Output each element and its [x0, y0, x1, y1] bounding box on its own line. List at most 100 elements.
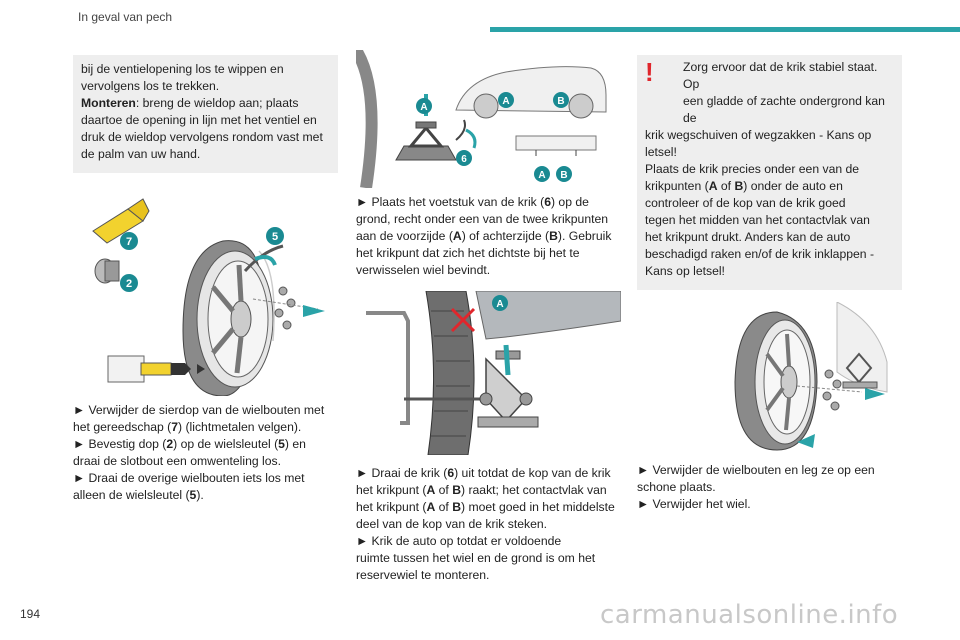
text-line: grond, recht onder een van de twee krikp… [356, 212, 609, 226]
text-line: het krikpunt (A of B) moet goed in het m… [356, 499, 621, 516]
wheel-bolt-figure: 7 2 5 [73, 181, 338, 396]
column-3: ! Zorg ervoor dat de krik stabiel staat.… [637, 55, 902, 513]
text-line: reservewiel te monteren. [356, 568, 490, 582]
text-line: ruimte tussen het wiel en de grond is om… [356, 551, 596, 565]
text-span: ► Draai de krik ( [356, 466, 448, 480]
jack-contact-figure: A [356, 291, 621, 455]
bold-ref: A [452, 229, 462, 243]
label-a: A [496, 299, 503, 310]
text-span: ) moet goed in het middelste [461, 500, 615, 514]
text-span: alleen de wielsleutel ( [73, 488, 190, 502]
remove-wheel-figure [637, 302, 902, 452]
text-span: ► Plaats het voetstuk van de krik ( [356, 195, 545, 209]
tool-detail-icon [107, 355, 205, 383]
label-b-detail-marker [556, 166, 572, 182]
jack-contact-illustration: A [366, 291, 621, 455]
bold-ref: B [452, 500, 462, 514]
remove-wheel-illustration [734, 302, 888, 451]
bold-ref: B [734, 179, 744, 193]
label-a-detail: A [538, 170, 545, 181]
text-line: deel van de kop van de krik steken. [356, 517, 548, 531]
text-line: ► Plaats het voetstuk van de krik (6) op… [356, 194, 621, 211]
wheel-icon [734, 311, 818, 451]
text-span: of [435, 483, 453, 497]
bold-ref: 7 [171, 420, 179, 434]
bold-ref: B [452, 483, 462, 497]
rotate-arrow-icon [465, 128, 477, 149]
text-line: alleen de wielsleutel (5). [73, 487, 338, 504]
rotate-arrow-icon [254, 255, 277, 266]
text-span: ) en [284, 437, 306, 451]
label-a-detail-marker [534, 166, 550, 182]
text-line: druk de wieldop vervolgens rondom vast m… [81, 130, 323, 144]
scissor-jack-icon [404, 350, 539, 428]
bold-term: Monteren [81, 96, 136, 110]
text-span: ) raakt; het contactvlak van [461, 483, 607, 497]
wheel-bolts-icon [252, 286, 319, 330]
instruction-paragraph: ► Plaats het voetstuk van de krik (6) op… [356, 194, 621, 279]
text-span: ) onder de auto en [743, 179, 843, 193]
column-1: bij de ventielopening los te wippen en v… [73, 55, 338, 504]
label-6: 6 [461, 154, 467, 165]
text-span: ) (lichtmetalen velgen). [178, 420, 302, 434]
wheel-arrow-icon [797, 434, 815, 448]
label-6-marker [456, 150, 472, 166]
text-line: Plaats de krik precies onder een van de [645, 162, 860, 176]
bold-ref: A [708, 179, 718, 193]
scissor-jack-icon [395, 119, 466, 161]
up-arrow-icon [503, 344, 511, 376]
jack-points-illustration: A A B 6 A B [356, 50, 607, 188]
text-line: Monteren: breng de wieldop aan; plaats [81, 95, 330, 112]
header-title: In geval van pech [78, 10, 173, 24]
car-silhouette-icon [455, 66, 607, 119]
column-2: A A B 6 A B ► Plaats het voetstuk van de… [356, 50, 621, 584]
text-line: een gladde of zachte ondergrond kan de [683, 94, 885, 125]
bold-ref: 6 [447, 466, 455, 480]
text-line: aan de voorzijde (A) of achterzijde (B).… [356, 228, 621, 245]
car-sill-icon [475, 291, 621, 340]
bold-ref: 5 [189, 488, 197, 502]
text-span: ). [196, 488, 204, 502]
text-span: ) uit totdat de kop van de krik [454, 466, 611, 480]
label-a-marker [492, 295, 508, 311]
scissor-jack-icon [842, 352, 878, 389]
text-span: het gereedschap ( [73, 420, 172, 434]
jack-points-figure: A A B 6 A B [356, 50, 621, 188]
text-line: het krikpunt (A of B) raakt; het contact… [356, 482, 621, 499]
text-span: ) op de wielsleutel ( [173, 437, 279, 451]
wheel-bolts-icon [796, 369, 863, 411]
text-line: het krikpunt drukt. Anders kan de auto [645, 230, 851, 244]
text-line: beschadigd raken en/of de krik inklappen… [645, 247, 874, 261]
text-span: ► Bevestig dop ( [73, 437, 167, 451]
text-span: aan de voorzijde ( [356, 229, 453, 243]
text-line: tegen het midden van het contactvlak van [645, 213, 870, 227]
text-span: ). Gebruik [557, 229, 612, 243]
bold-ref: 5 [278, 437, 285, 451]
text-line: daartoe de opening in lijn met het venti… [81, 113, 317, 127]
text-line: ► Krik de auto op totdat er voldoende [356, 534, 562, 548]
text-line: krikpunten (A of B) onder de auto en [645, 178, 894, 195]
info-box: bij de ventielopening los te wippen en v… [73, 55, 338, 173]
label-7: 7 [126, 236, 132, 248]
text-line: controleer of de kop van de krik goed [645, 196, 846, 210]
text-line: vervolgens los te trekken. [81, 79, 220, 93]
text-line: het gereedschap (7) (lichtmetalen velgen… [73, 419, 338, 436]
label-7-marker [120, 232, 138, 250]
text-span: het krikpunt ( [356, 500, 427, 514]
page-number: 194 [20, 607, 41, 621]
label-5: 5 [272, 231, 278, 243]
label-5-marker [266, 227, 284, 245]
text-span: het krikpunt ( [356, 483, 427, 497]
text-line: ► Verwijder de wielbouten en leg ze op e… [637, 463, 875, 477]
jack-handle-icon [366, 311, 410, 425]
wheel-illustration: 7 2 5 [92, 198, 325, 396]
text-span: ) of achterzijde ( [461, 229, 550, 243]
tire-tread-icon [425, 291, 475, 455]
bolt-cap-icon [94, 258, 120, 284]
warning-icon: ! [645, 57, 654, 87]
text-line: ► Draai de krik (6) uit totdat de kop va… [356, 465, 621, 482]
wrench-icon [243, 244, 284, 273]
text-line: het krikpunt dat zich het dichtste bij h… [356, 246, 580, 260]
text-span: of [435, 500, 453, 514]
text-span: krikpunten ( [645, 179, 709, 193]
